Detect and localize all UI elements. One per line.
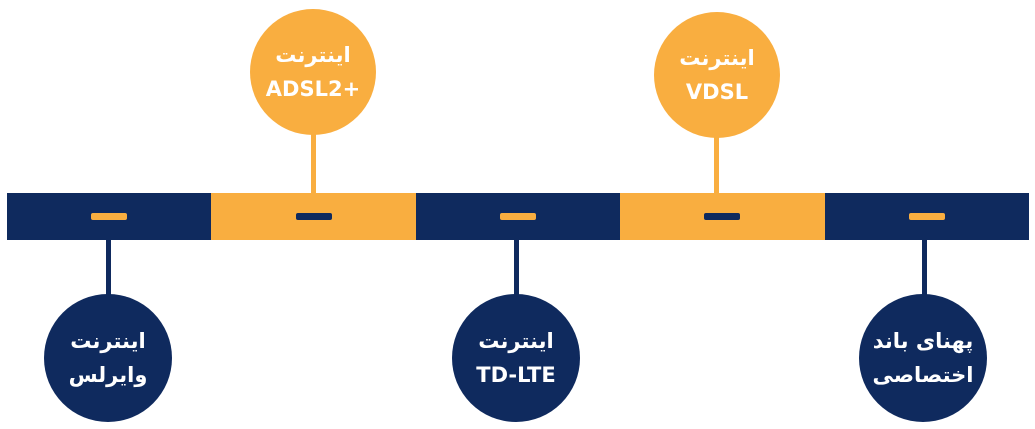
timeline-bar	[7, 193, 1030, 240]
node-adsl: اینترنت ADSL2+	[250, 9, 376, 135]
node-tdlte-line1: اینترنت	[478, 329, 554, 353]
segment-marker	[500, 213, 537, 220]
node-wireless-line2: وایرلس	[68, 363, 148, 387]
node-dedicated-line1: پهنای باند	[872, 329, 974, 353]
node-vdsl-line2: VDSL	[685, 80, 749, 104]
connector-adsl	[311, 126, 316, 193]
connector-vdsl	[714, 126, 719, 193]
timeline-segment-5	[824, 193, 1030, 240]
node-wireless: اینترنت وایرلس	[44, 294, 172, 422]
segment-marker	[295, 213, 332, 220]
node-tdlte-line2: TD-LTE	[476, 363, 556, 387]
timeline-segment-2	[211, 193, 416, 240]
node-vdsl: اینترنت VDSL	[654, 12, 780, 138]
node-adsl-line2: ADSL2+	[265, 77, 361, 101]
segment-marker	[704, 213, 741, 220]
connector-wireless	[106, 240, 111, 302]
segment-marker	[91, 213, 128, 220]
timeline-segment-3	[415, 193, 621, 240]
node-wireless-line1: اینترنت	[70, 329, 146, 353]
node-adsl-line1: اینترنت	[275, 43, 351, 67]
node-dedicated: پهنای باند اختصاصی	[859, 294, 987, 422]
segment-marker	[908, 213, 945, 220]
connector-tdlte	[514, 240, 519, 302]
connector-dedicated	[922, 240, 927, 302]
node-dedicated-line2: اختصاصی	[872, 363, 974, 387]
timeline-segment-4	[620, 193, 825, 240]
timeline-segment-1	[7, 193, 212, 240]
node-vdsl-line1: اینترنت	[679, 46, 755, 70]
node-tdlte: اینترنت TD-LTE	[452, 294, 580, 422]
